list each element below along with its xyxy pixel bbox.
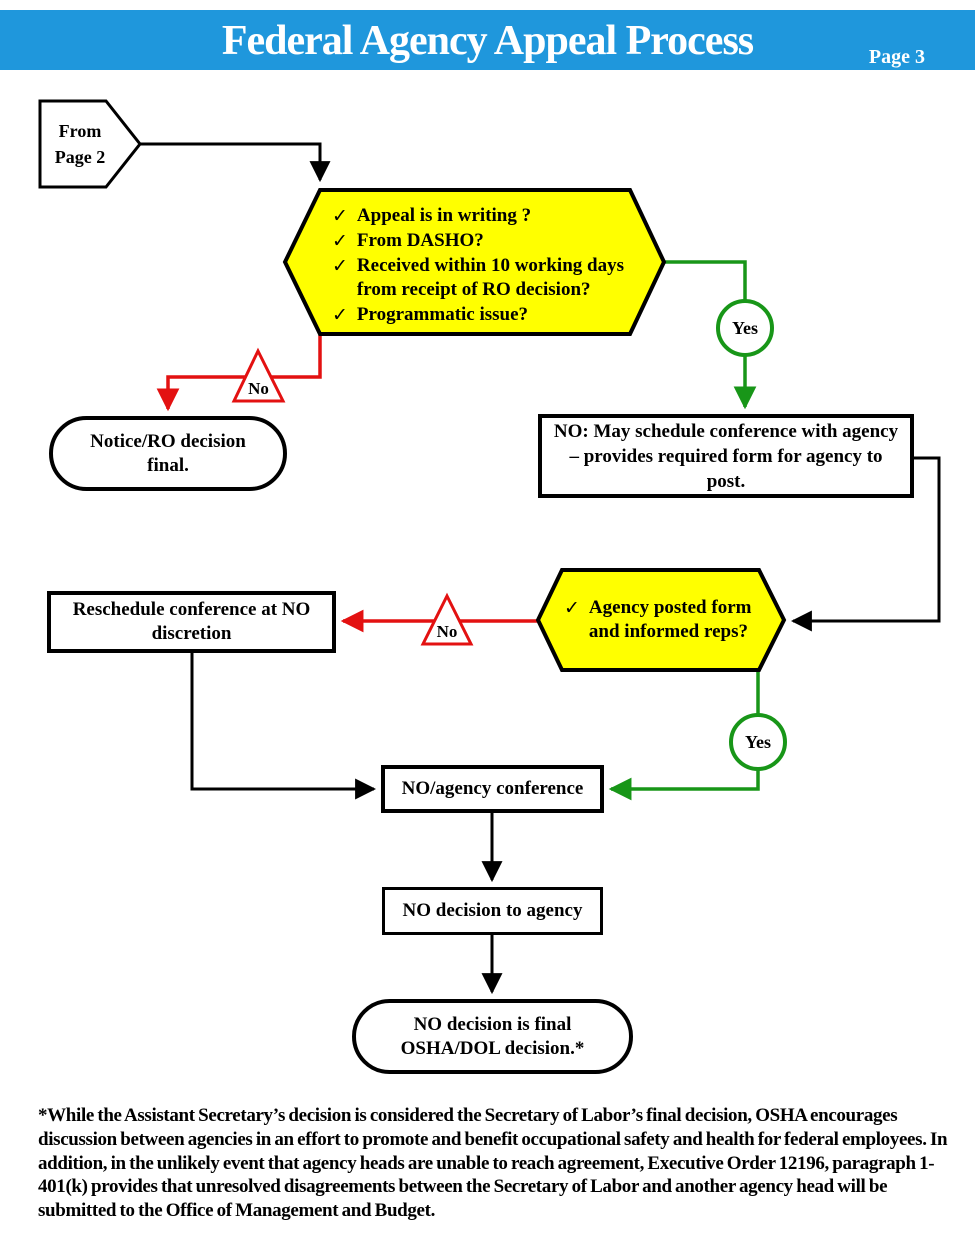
connector-yes1-top [664, 260, 747, 300]
node-final-decision: NO decision is final OSHA/DOL decision.* [352, 999, 633, 1074]
yes-label: Yes [732, 318, 758, 338]
no-label-2: No [436, 622, 458, 641]
page-header: Federal Agency Appeal Process Page 3 [0, 10, 975, 70]
node-no-decision-to-agency: NO decision to agency [382, 887, 603, 935]
checklist-item-text: Appeal is in writing ? [356, 204, 532, 226]
connector-schedule-to-posted [790, 456, 941, 632]
checklist-item-text: Programmatic issue? [356, 303, 529, 325]
from-page-pentagon-shape [38, 99, 142, 189]
page-number: Page 3 [868, 46, 925, 68]
node-reschedule-conference: Reschedule conference at NO discretion [47, 591, 336, 653]
checklist-item-text: Received within 10 working days from rec… [356, 254, 624, 300]
yes-label: Yes [745, 732, 771, 752]
node-from-page-2: From Page 2 [54, 121, 106, 167]
appeal-checklist-hexagon-shape [282, 188, 667, 336]
checklist-item: ✓ Agency posted form and informed reps? [564, 596, 764, 644]
checklist-item: ✓ Appeal is in writing ? [332, 204, 531, 228]
check-icon: ✓ [564, 597, 580, 619]
page-title: Federal Agency Appeal Process [221, 18, 754, 64]
agency-posted-hexagon-shape [535, 568, 787, 672]
node-no-schedule-conference: NO: May schedule conference with agency … [538, 414, 914, 498]
no-triangle-2-shape [420, 592, 474, 646]
checklist-item-text: Agency posted form and informed reps? [588, 597, 752, 642]
check-icon: ✓ [332, 254, 348, 277]
checklist-item: ✓ From DASHO? [332, 229, 484, 253]
connector-yes2-to-conference [608, 770, 760, 801]
yes-badge-2: Yes [729, 713, 787, 771]
connector-reschedule-to-conference [190, 653, 377, 800]
checklist-item: ✓ Received within 10 working days from r… [332, 254, 628, 302]
node-notice-ro-final: Notice/RO decision final. [49, 416, 287, 491]
check-icon: ✓ [332, 303, 348, 326]
footnote: *While the Assistant Secretary’s decisio… [38, 1105, 948, 1222]
yes-badge-1: Yes [716, 299, 774, 357]
checklist-item-text: From DASHO? [356, 229, 484, 251]
check-icon: ✓ [332, 204, 348, 227]
no-label-1: No [248, 379, 269, 398]
checklist-item: ✓ Programmatic issue? [332, 303, 528, 327]
check-icon: ✓ [332, 229, 348, 252]
node-appeal-checklist: ✓ Appeal is in writing ? ✓ From DASHO? ✓… [332, 196, 628, 334]
connector-frompage-to-checklist [140, 142, 331, 183]
node-no-agency-conference: NO/agency conference [381, 765, 604, 813]
no-triangle-1-shape [231, 347, 286, 403]
node-agency-posted-question: ✓ Agency posted form and informed reps? [564, 592, 764, 648]
